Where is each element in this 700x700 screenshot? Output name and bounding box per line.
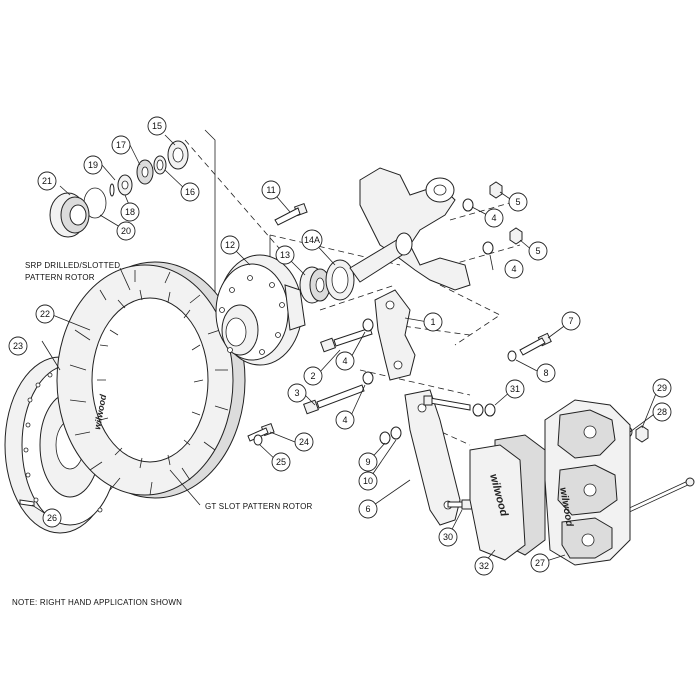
bolt-11 xyxy=(274,202,308,226)
callout-17: 17 xyxy=(111,135,131,155)
callout-label: 8 xyxy=(543,368,548,378)
gt-rotor-label: GT SLOT PATTERN ROTOR xyxy=(205,502,312,511)
bracket-1 xyxy=(374,289,416,381)
callout-label: 17 xyxy=(116,140,126,150)
callout-label: 3 xyxy=(294,388,299,398)
callout-11: 11 xyxy=(261,180,281,200)
callout-label: 29 xyxy=(657,383,667,393)
callout-label: 15 xyxy=(152,121,162,131)
callout-label: 22 xyxy=(40,309,50,319)
callout-label: 2 xyxy=(310,371,315,381)
callout-label: 13 xyxy=(280,250,290,260)
callout-9: 9 xyxy=(358,452,378,472)
bolt-3 xyxy=(303,384,365,415)
callout-label: 1 xyxy=(430,317,435,327)
callout-label: 20 xyxy=(121,226,131,236)
callout-label: 5 xyxy=(515,197,520,207)
callout-label: 10 xyxy=(363,476,373,486)
callout-4c: 4 xyxy=(335,351,355,371)
callout-28: 28 xyxy=(652,402,672,422)
callout-29: 29 xyxy=(652,378,672,398)
brake-pads-32: wilwood xyxy=(469,434,546,561)
callout-label: 7 xyxy=(568,316,573,326)
callout-label: 4 xyxy=(491,213,496,223)
callout-label: 9 xyxy=(365,457,370,467)
application-note: NOTE: RIGHT HAND APPLICATION SHOWN xyxy=(12,598,182,607)
callout-8: 8 xyxy=(536,363,556,383)
callout-18: 18 xyxy=(120,202,140,222)
callout-10: 10 xyxy=(358,471,378,491)
callout-24: 24 xyxy=(294,432,314,452)
callout-label: 26 xyxy=(47,513,57,523)
callout-14a: 14A xyxy=(301,229,323,251)
callout-label: 28 xyxy=(657,407,667,417)
callout-16: 16 xyxy=(180,182,200,202)
bolt-2 xyxy=(320,327,373,353)
callout-26: 26 xyxy=(42,508,62,528)
bolt-31 xyxy=(423,395,471,411)
callout-4d: 4 xyxy=(335,410,355,430)
callout-4a: 4 xyxy=(484,208,504,228)
callout-label: 19 xyxy=(88,160,98,170)
callout-label: 32 xyxy=(479,561,489,571)
callout-5a: 5 xyxy=(508,192,528,212)
callout-22: 22 xyxy=(35,304,55,324)
callout-31: 31 xyxy=(505,379,525,399)
callout-label: 5 xyxy=(535,246,540,256)
callout-20: 20 xyxy=(116,221,136,241)
callout-label: 21 xyxy=(42,176,52,186)
caliper-27: wilwood xyxy=(544,399,631,566)
callout-label: 30 xyxy=(443,532,453,542)
callout-3: 3 xyxy=(287,383,307,403)
callout-15: 15 xyxy=(147,116,167,136)
bracket-6 xyxy=(404,389,461,526)
callout-label: 12 xyxy=(225,240,235,250)
callout-label: 4 xyxy=(511,264,516,274)
callout-label: 23 xyxy=(13,341,23,351)
callout-label: 4 xyxy=(342,356,347,366)
callout-30: 30 xyxy=(438,527,458,547)
callout-label: 16 xyxy=(185,187,195,197)
callout-6: 6 xyxy=(358,499,378,519)
rotor-slots xyxy=(69,270,229,496)
callout-label: 18 xyxy=(125,207,135,217)
bolt-7 xyxy=(519,332,552,356)
callout-27: 27 xyxy=(530,553,550,573)
callout-12: 12 xyxy=(220,235,240,255)
callout-label: 6 xyxy=(365,504,370,514)
spindle-knuckle xyxy=(349,167,471,291)
callout-19: 19 xyxy=(83,155,103,175)
callout-5b: 5 xyxy=(528,241,548,261)
hub-12 xyxy=(215,254,306,366)
callout-label: 31 xyxy=(510,384,520,394)
callout-label: 11 xyxy=(266,185,275,195)
bolt-30 xyxy=(447,499,473,510)
callout-label: 24 xyxy=(299,437,309,447)
race-14a xyxy=(325,259,355,301)
callout-7: 7 xyxy=(561,311,581,331)
callout-label: 25 xyxy=(276,457,286,467)
callout-25: 25 xyxy=(271,452,291,472)
callout-label: 4 xyxy=(342,415,347,425)
srp-rotor-label-line1: SRP DRILLED/SLOTTED xyxy=(25,261,120,270)
bearing-stack xyxy=(109,140,189,197)
callout-label: 14A xyxy=(304,235,320,245)
callout-2: 2 xyxy=(303,366,323,386)
callout-4b: 4 xyxy=(504,259,524,279)
bleeder-screw xyxy=(624,477,695,515)
callout-32: 32 xyxy=(474,556,494,576)
dust-cap-21 xyxy=(49,192,90,238)
callout-21: 21 xyxy=(37,171,57,191)
rotor-disc-22: wilwood xyxy=(56,261,246,499)
callout-1: 1 xyxy=(423,312,443,332)
callout-13: 13 xyxy=(275,245,295,265)
callout-label: 27 xyxy=(535,558,545,568)
callout-23: 23 xyxy=(8,336,28,356)
bearing-13 xyxy=(299,266,331,304)
srp-rotor-label-line2: PATTERN ROTOR xyxy=(25,273,95,282)
